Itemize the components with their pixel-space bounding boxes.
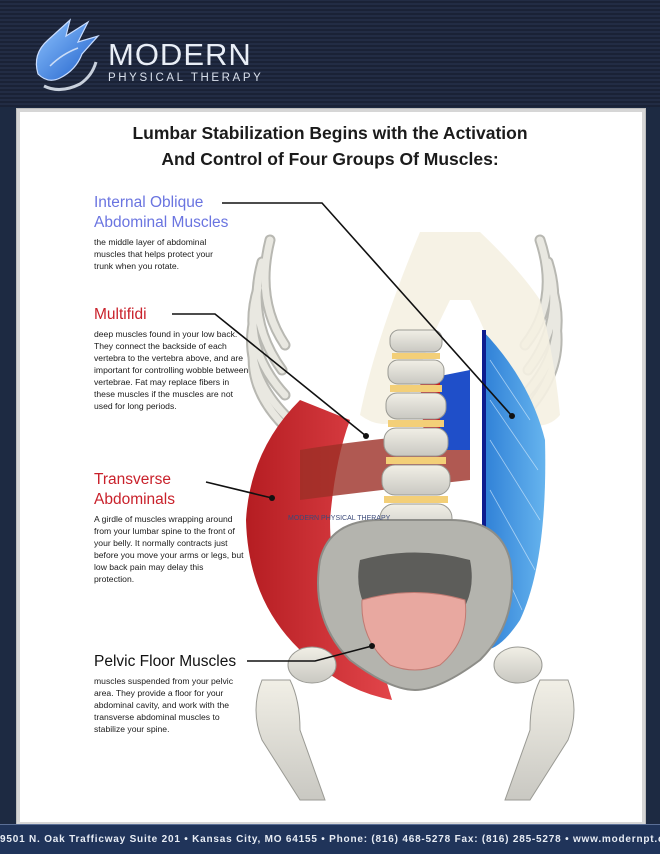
muscle-heading: Internal Oblique Abdominal Muscles — [94, 193, 229, 233]
muscle-heading-line2: Abdominal Muscles — [94, 214, 229, 231]
watermark-logo: MODERN PHYSICAL THERAPY — [288, 515, 390, 522]
muscle-description: A girdle of muscles wrapping around from… — [94, 514, 244, 584]
muscle-heading: Pelvic Floor Muscles — [94, 653, 237, 670]
footer-contact-bar: 9501 N. Oak Trafficway Suite 201 • Kansa… — [0, 824, 660, 854]
muscle-heading-line1: Internal Oblique — [94, 194, 204, 211]
title-line-1: Lumbar Stabilization Begins with the Act… — [132, 123, 528, 143]
muscle-description: the middle layer of abdominal muscles th… — [94, 237, 213, 271]
title-line-2: And Control of Four Groups Of Muscles: — [161, 149, 499, 169]
watermark-text: MODERN PHYSICAL THERAPY — [288, 515, 391, 522]
page-title: Lumbar Stabilization Begins with the Act… — [16, 120, 644, 172]
muscle-heading-line1: Transverse — [94, 471, 171, 488]
muscle-heading: Multifidi — [94, 306, 147, 323]
eagle-logo-icon — [35, 18, 100, 91]
muscle-label-pelvic-floor: Pelvic Floor Muscles muscles suspended f… — [94, 652, 252, 735]
brand-name: MODERN — [108, 37, 252, 72]
muscle-heading: Transverse Abdominals — [94, 470, 244, 510]
muscle-label-transverse-abdominals: Transverse Abdominals A girdle of muscle… — [94, 470, 244, 585]
brand-subtitle: PHYSICAL THERAPY — [108, 72, 264, 84]
muscle-description: muscles suspended from your pelvic area.… — [94, 676, 233, 734]
muscle-heading-line2: Abdominals — [94, 491, 175, 508]
brand-logo-text: MODERN PHYSICAL THERAPY — [108, 37, 264, 84]
muscle-description: deep muscles found in your low back. The… — [94, 329, 249, 411]
muscle-label-internal-oblique: Internal Oblique Abdominal Muscles the m… — [94, 193, 229, 272]
pelvic-floor-muscle — [361, 592, 467, 671]
leader-lines — [172, 202, 513, 662]
footer-text: 9501 N. Oak Trafficway Suite 201 • Kansa… — [0, 834, 660, 845]
header-banner: MODERN PHYSICAL THERAPY — [0, 0, 660, 107]
muscle-label-multifidi: Multifidi deep muscles found in your low… — [94, 305, 252, 412]
